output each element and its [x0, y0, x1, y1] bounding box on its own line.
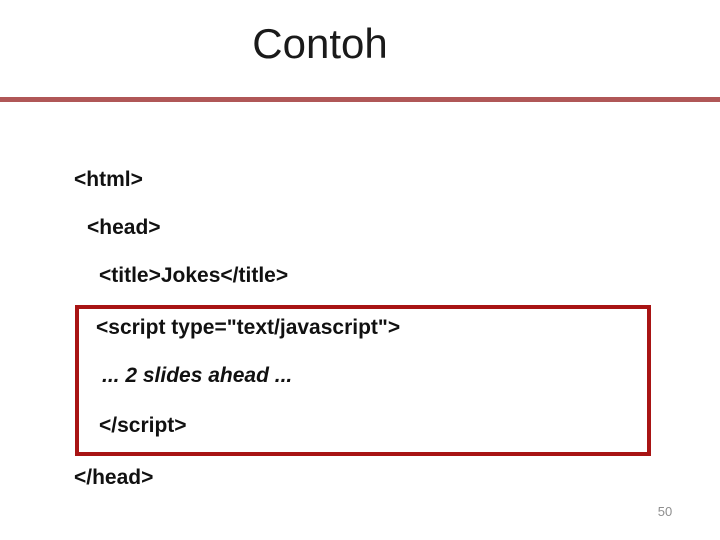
code-line-script-body: ... 2 slides ahead ...	[102, 364, 293, 387]
title-divider-rule	[0, 97, 720, 102]
code-line-head-open: <head>	[87, 216, 161, 239]
code-line-script-close: </script>	[99, 414, 187, 437]
script-highlight-box	[75, 305, 651, 456]
code-line-html-open: <html>	[74, 168, 143, 191]
slide-title: Contoh	[252, 20, 388, 67]
code-line-head-close: </head>	[74, 466, 154, 489]
code-line-title-tag: <title>Jokes</title>	[99, 264, 289, 287]
page-number: 50	[657, 504, 673, 519]
code-line-script-open: <script type="text/javascript">	[96, 316, 401, 339]
